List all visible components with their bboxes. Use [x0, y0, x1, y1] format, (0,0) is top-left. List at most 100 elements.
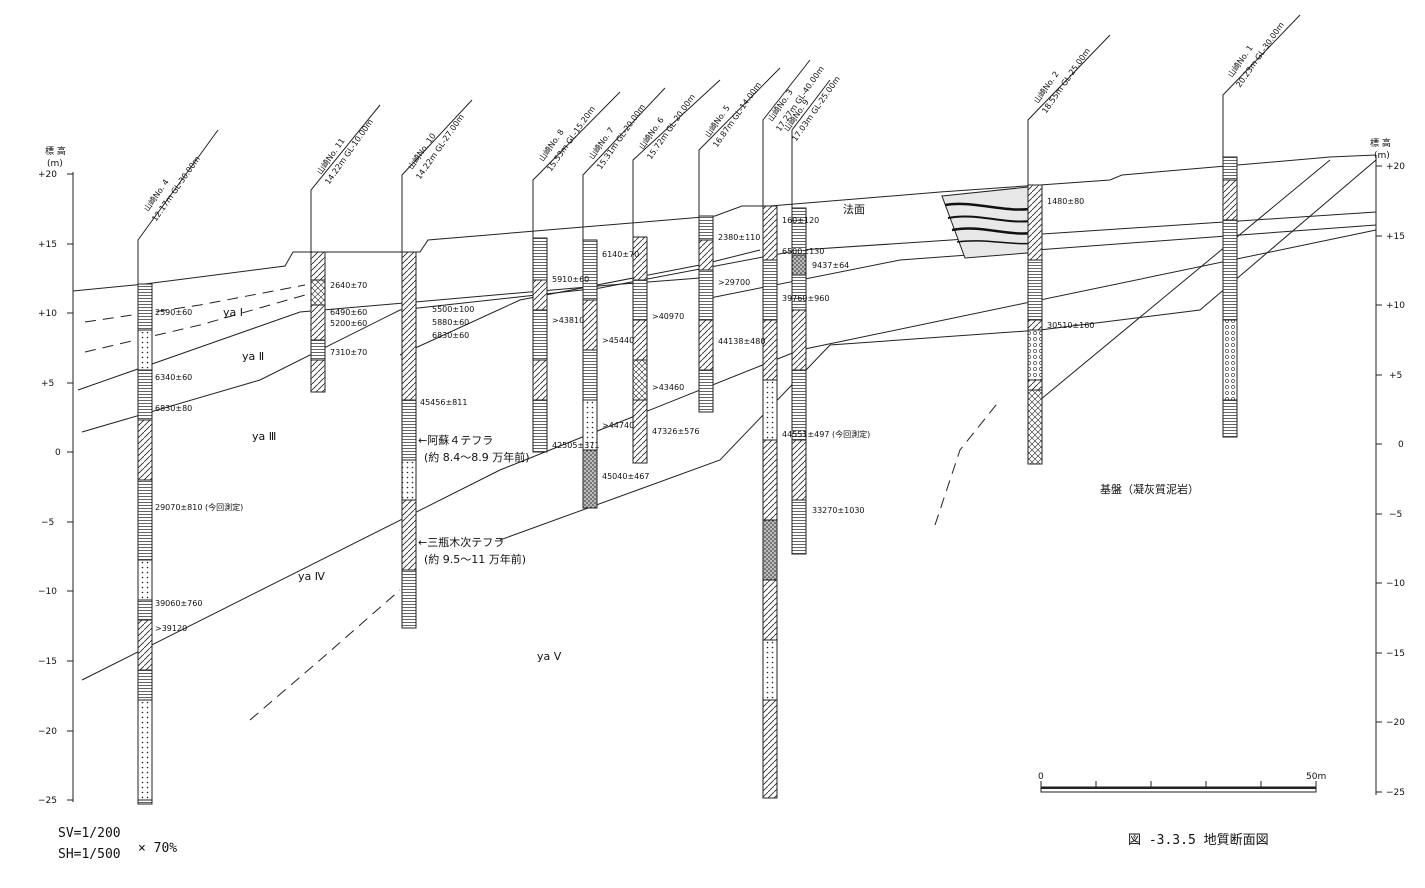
left-tick: −10 [38, 587, 57, 597]
age-label: 5200±60 [330, 319, 367, 328]
right-tick: −25 [1386, 788, 1405, 798]
age-label: 45040±467 [602, 472, 649, 481]
unit-label-ya4: ya Ⅳ [298, 570, 326, 583]
dashed-boundaries [84, 284, 1001, 721]
age-label: 42505±371 [552, 441, 599, 450]
age-label: >39120 [155, 624, 187, 633]
age-label: 2640±70 [330, 281, 367, 290]
unit-label-ya5: ya Ⅴ [537, 650, 562, 663]
age-label: 47326±576 [652, 427, 699, 436]
vertical-scale: SV=1/200 [58, 826, 121, 841]
left-tick: +20 [38, 170, 57, 180]
slope-outcrop: 法面 [843, 185, 1041, 259]
age-label: 2380±110 [718, 233, 760, 242]
age-label: 5880±60 [432, 318, 469, 327]
left-tick: +15 [38, 240, 57, 250]
right-tick: −5 [1389, 510, 1402, 520]
figure-notes: SV=1/200 SH=1/500 × 70% 図 -3.3.5 地質断面図 [58, 826, 1269, 862]
unit-boundaries [77, 159, 1377, 681]
right-tick: +10 [1386, 301, 1405, 311]
borehole-headers: 山崎No. 4 12.17m GL-30.00m 山崎No. 11 14.22m… [141, 20, 1286, 223]
left-tick: 0 [55, 448, 61, 458]
age-label: >45440 [602, 336, 634, 345]
right-tick: 0 [1398, 440, 1404, 450]
age-label: >44740 [602, 421, 634, 430]
age-label: 2590±60 [155, 308, 192, 317]
right-tick: +20 [1386, 162, 1405, 172]
borehole-no4 [137, 129, 219, 805]
left-tick: −5 [41, 518, 54, 528]
right-elevation-axis: 標 高 (m) +20 +15 +10 +5 0 −5 −10 −15 −20 … [1370, 137, 1405, 798]
age-label: >40970 [652, 312, 684, 321]
age-label: 5910±60 [552, 275, 589, 284]
borehole-no1 [1222, 14, 1301, 438]
slope-label: 法面 [843, 202, 865, 216]
tephra-annotations: ←阿蘇４テフラ (約 8.4～8.9 万年前) ←三瓶木次テフラ (約 9.5～… [418, 434, 530, 566]
borehole-no10 [401, 99, 473, 629]
right-tick: −20 [1386, 718, 1405, 728]
age-label: 30510±160 [1047, 321, 1094, 330]
right-tick: −15 [1386, 649, 1405, 659]
horizontal-scale: SH=1/500 [58, 847, 121, 862]
age-label: 29070±810 (今回測定) [155, 502, 243, 512]
aso4-tephra-age: (約 8.4～8.9 万年前) [424, 450, 530, 464]
age-label: 6830±60 [432, 331, 469, 340]
age-label: 9437±64 [812, 261, 849, 270]
age-label: 45456±811 [420, 398, 467, 407]
left-tick: +5 [41, 379, 54, 389]
age-label: 6830±80 [155, 404, 192, 413]
sanpei-tephra-label: ←三瓶木次テフラ [418, 535, 504, 549]
right-tick: +15 [1386, 232, 1405, 242]
unit-label-ya1: ya Ⅰ [223, 306, 243, 319]
borehole-no11 [310, 104, 381, 393]
reduction-note: × 70% [138, 841, 177, 856]
age-label: 39760±960 [782, 294, 829, 303]
age-label: 5500±100 [432, 305, 474, 314]
left-tick: −20 [38, 727, 57, 737]
left-tick: −15 [38, 657, 57, 667]
age-label: 160±120 [782, 216, 819, 225]
scale-bar-end: 50m [1306, 772, 1326, 782]
scale-bar-zero: 0 [1038, 772, 1044, 782]
borehole-no8 [532, 91, 621, 453]
left-tick: −25 [38, 796, 57, 806]
scale-bar: 0 50m [1038, 772, 1326, 793]
unit-label-ya3: ya Ⅲ [252, 430, 276, 443]
age-label: 39060±760 [155, 599, 202, 608]
aso4-tephra-label: ←阿蘇４テフラ [418, 434, 493, 447]
age-label: >43460 [652, 383, 684, 392]
unit-label-basement: 基盤（凝灰質泥岩） [1100, 482, 1199, 496]
sanpei-tephra-age: (約 9.5～11 万年前) [424, 552, 526, 566]
axis-header-right: 標 高 [1370, 137, 1391, 149]
age-label: 44138±480 [718, 337, 765, 346]
age-label: 1480±80 [1047, 197, 1084, 206]
age-label: >29700 [718, 278, 750, 287]
axis-unit-left: (m) [47, 159, 63, 169]
age-label: 7310±70 [330, 348, 367, 357]
unit-label-ya2: ya Ⅱ [242, 350, 264, 363]
borehole-no5 [698, 67, 781, 413]
right-tick: +5 [1389, 371, 1402, 381]
age-label: 33270±1030 [812, 506, 865, 515]
age-label: >43810 [552, 316, 584, 325]
figure-title: 図 -3.3.5 地質断面図 [1128, 833, 1269, 848]
age-label: 44551±497 (今回測定) [782, 429, 870, 439]
axis-header-left: 標 高 [45, 145, 66, 157]
age-label: 6140±70 [602, 250, 639, 259]
left-tick: +10 [38, 309, 57, 319]
age-annotations: 2590±60 6340±60 6830±80 29070±810 (今回測定)… [155, 197, 1094, 633]
borehole-no3 [762, 59, 811, 799]
borehole-no2 [1027, 34, 1111, 465]
age-label: 6340±60 [155, 373, 192, 382]
left-elevation-axis: 標 高 (m) +20 +15 +10 +5 0 −5 −10 −15 −20 … [38, 145, 74, 806]
borehole-no9 [791, 79, 831, 555]
age-label: 6490±60 [330, 308, 367, 317]
age-label: 6500±130 [782, 247, 824, 256]
ground-surface-line [72, 154, 1377, 292]
borehole-no7 [582, 87, 666, 509]
unit-labels: ya Ⅰ ya Ⅱ ya Ⅲ ya Ⅳ ya Ⅴ 基盤（凝灰質泥岩） [223, 306, 1199, 663]
right-tick: −10 [1386, 579, 1405, 589]
axis-unit-right: (m) [1374, 151, 1390, 161]
borehole-no6 [632, 79, 721, 464]
